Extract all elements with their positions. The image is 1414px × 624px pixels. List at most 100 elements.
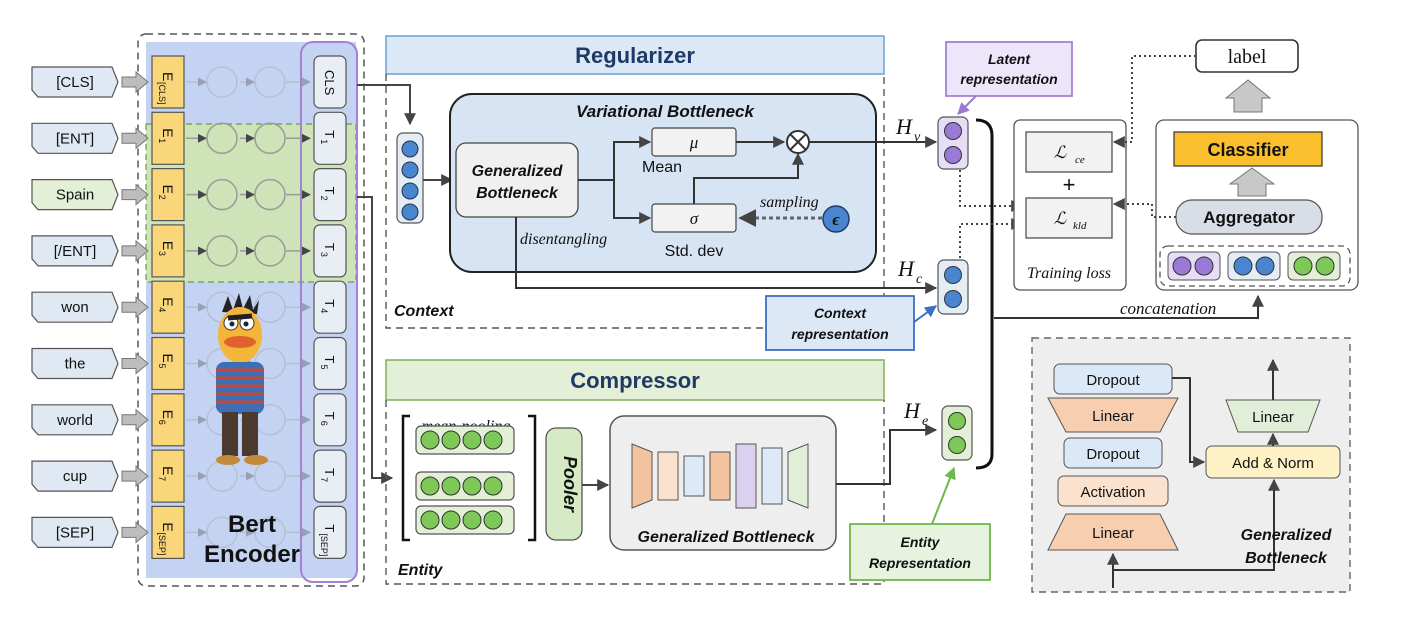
classifier-panel: label Classifier Aggregator xyxy=(1112,39,1359,291)
embedding-box xyxy=(151,55,185,109)
token-box xyxy=(31,122,119,154)
output-token-subscript: 7 xyxy=(319,477,329,482)
embedding-box xyxy=(151,168,185,222)
output-column-frame xyxy=(300,41,358,583)
dropout-top-label: Dropout xyxy=(1086,372,1140,389)
mu-symbol: μ xyxy=(689,133,699,152)
up-arrow-to-label xyxy=(1224,79,1272,113)
concatenation-label: concatenation xyxy=(1120,299,1216,318)
embedding-label: E xyxy=(160,128,176,137)
output-token-box xyxy=(313,224,347,278)
regularizer-header xyxy=(385,35,885,75)
embedding-label: E xyxy=(160,522,176,531)
output-token-label: T xyxy=(322,130,337,138)
embedding-label: E xyxy=(160,297,176,306)
pooled-entity-vector xyxy=(415,505,515,535)
input-arrow-icon xyxy=(121,239,149,262)
input-arrow-icon xyxy=(121,70,149,94)
output-token-label: T xyxy=(322,243,337,251)
hidden-state-node xyxy=(206,516,238,549)
cls-to-context-arrow xyxy=(357,84,416,126)
input-arrow-icon xyxy=(121,127,149,150)
variational-bottleneck-box xyxy=(449,93,877,273)
output-token-box xyxy=(313,111,347,165)
input-arrow-icon xyxy=(121,465,149,488)
hidden-state-node xyxy=(206,66,238,98)
compressor-header xyxy=(385,359,885,401)
output-token-box xyxy=(313,393,347,447)
entity-callout-line1: Entity xyxy=(901,534,941,550)
output-token-subscript: [SEP] xyxy=(319,533,329,556)
input-arrow-icon xyxy=(121,183,149,206)
gb-label-line2: Bottleneck xyxy=(476,185,559,202)
aggregator-label: Aggregator xyxy=(1203,208,1295,227)
pooled-entity-vector xyxy=(415,425,515,455)
output-token-label: CLS xyxy=(322,70,337,96)
token-box xyxy=(31,516,119,548)
hv-subscript: v xyxy=(914,130,921,145)
output-token-box xyxy=(313,505,347,559)
output-token-subscript: 6 xyxy=(319,421,329,426)
ce-loss-subscript: ce xyxy=(1075,154,1085,166)
generalized-bottleneck-detail: Dropout Linear Dropout Activation Linear… xyxy=(1031,337,1351,593)
token-box xyxy=(31,66,119,98)
output-token-box xyxy=(313,55,347,109)
hc-symbol: H xyxy=(897,256,915,281)
embedding-box xyxy=(151,111,185,165)
hidden-state-node xyxy=(254,235,286,267)
token-box xyxy=(31,460,119,492)
hidden-state-node xyxy=(206,122,238,155)
embedding-label: E xyxy=(160,72,176,81)
linear-right-label: Linear xyxy=(1252,409,1294,426)
up-arrow-to-classifier xyxy=(1228,167,1276,197)
token-box xyxy=(31,235,119,267)
hidden-state-node xyxy=(206,178,238,211)
token-row: [CLS]E[CLS]CLS xyxy=(31,55,347,109)
latent-representation-callout xyxy=(945,41,1073,97)
hidden-state-node xyxy=(254,178,286,211)
generalized-bottleneck-block xyxy=(455,142,579,218)
encoder-title-line1: Bert xyxy=(228,511,276,538)
token-box xyxy=(31,179,119,211)
embedding-subscript: 7 xyxy=(157,476,167,481)
hidden-state-node xyxy=(254,122,286,155)
embedding-box xyxy=(151,393,185,447)
embedding-label: E xyxy=(160,466,176,475)
embedding-label: E xyxy=(160,241,176,250)
embedding-label: E xyxy=(160,354,176,363)
input-arrow-icon xyxy=(121,521,149,544)
token-label: Spain xyxy=(56,187,94,204)
sampling-label: sampling xyxy=(760,194,819,211)
regularizer-title: Regularizer xyxy=(575,43,695,68)
output-token-subscript: 4 xyxy=(319,308,329,313)
disentangling-label: disentangling xyxy=(520,231,607,248)
compressor-title: Compressor xyxy=(570,368,700,393)
pooled-entity-vector xyxy=(415,471,515,501)
epsilon-symbol: ϵ xyxy=(832,210,840,229)
hv-symbol: H xyxy=(895,114,913,139)
output-token-subscript: 3 xyxy=(319,252,329,257)
input-arrow-icon xyxy=(121,352,149,375)
context-callout-line1: Context xyxy=(814,305,867,321)
hidden-state-node xyxy=(254,460,286,492)
add-norm-label: Add & Norm xyxy=(1232,455,1314,472)
token-label: cup xyxy=(63,468,87,485)
linear-bottom-label: Linear xyxy=(1092,525,1134,542)
epsilon-noise-icon xyxy=(822,205,850,233)
bert-character-illustration xyxy=(216,293,268,465)
token-label: [ENT] xyxy=(56,130,94,147)
hc-subscript: c xyxy=(916,272,923,287)
embedding-box xyxy=(151,280,185,334)
gb-layer-last xyxy=(787,443,809,509)
concatenation-brace xyxy=(975,118,994,470)
entity-representation-arrow xyxy=(836,424,938,485)
output-token-label: T xyxy=(322,356,337,364)
embedding-box xyxy=(151,336,185,391)
token-label: [SEP] xyxy=(56,524,94,541)
pooler-label: Pooler xyxy=(560,456,580,513)
he-subscript: e xyxy=(922,414,928,429)
